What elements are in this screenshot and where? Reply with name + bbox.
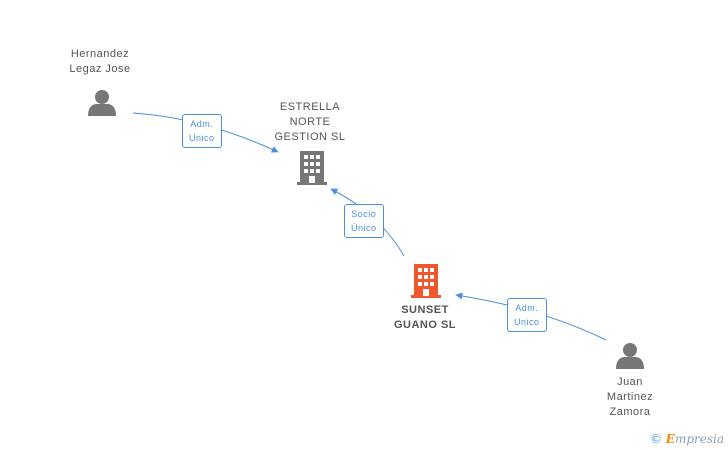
empresia-logo: © Empresia — [650, 432, 724, 446]
person-icon — [616, 343, 644, 369]
brand-initial: E — [665, 432, 675, 446]
node-label-hernandez[interactable]: Hernandez Legaz Jose — [69, 48, 131, 75]
person-icon — [88, 90, 116, 116]
brand-name: mpresia — [674, 432, 724, 446]
edge-label-socio-unico: Socio Único — [344, 204, 384, 238]
edge-label-adm-unico: Adm. Unico — [182, 114, 222, 148]
building-icon — [297, 151, 327, 185]
node-label-estrella[interactable]: ESTRELLA NORTE GESTION SL — [274, 101, 346, 143]
node-label-sunset[interactable]: SUNSET GUANO SL — [393, 304, 457, 331]
copyright-icon: © — [649, 432, 662, 446]
node-label-juan[interactable]: Juan Martinez Zamora — [606, 376, 654, 418]
building-icon-focus — [411, 264, 441, 298]
edge-label-adm-unico: Adm. Unico — [507, 298, 547, 332]
